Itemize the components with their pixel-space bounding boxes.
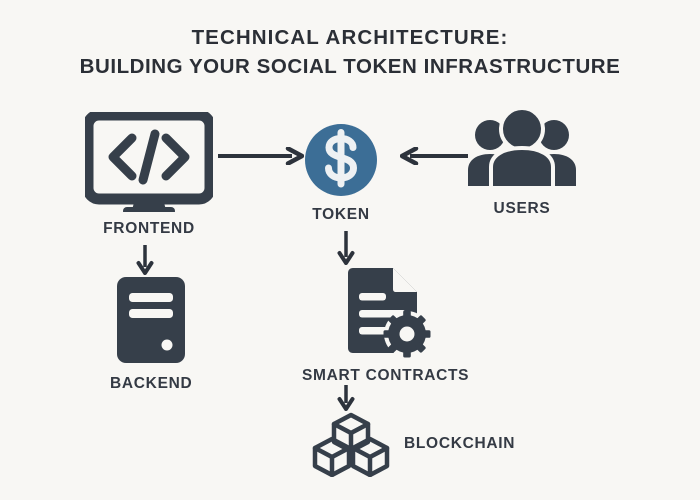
node-users[interactable]: USERS (466, 106, 578, 218)
arrow-frontend-to-backend-icon (136, 245, 154, 275)
arrow-token-to-contracts-icon (337, 231, 355, 265)
node-token-label: TOKEN (312, 206, 370, 223)
node-backend[interactable]: BACKEND (110, 275, 192, 393)
arrow-users-to-token-icon (399, 146, 468, 166)
node-frontend-label: FRONTEND (103, 220, 195, 237)
node-contracts[interactable]: SMART CONTRACTS (302, 267, 469, 385)
diagram-title: TECHNICAL ARCHITECTURE: BUILDING YOUR SO… (0, 24, 700, 82)
monitor-code-icon (82, 109, 216, 215)
server-tower-icon (115, 275, 187, 365)
node-contracts-label: SMART CONTRACTS (302, 367, 470, 384)
node-users-label: USERS (493, 200, 551, 217)
document-gear-icon (338, 267, 434, 359)
title-line-secondary: BUILDING YOUR SOCIAL TOKEN INFRASTRUCTUR… (79, 55, 621, 78)
title-line-primary: TECHNICAL ARCHITECTURE: (191, 26, 509, 49)
blockchain-cubes-icon (312, 411, 390, 478)
node-frontend[interactable]: FRONTEND (82, 109, 216, 238)
node-blockchain[interactable]: BLOCKCHAIN (312, 411, 516, 478)
node-backend-label: BACKEND (110, 375, 193, 392)
node-token[interactable]: TOKEN (303, 122, 379, 224)
node-blockchain-label: BLOCKCHAIN (404, 435, 516, 452)
dollar-coin-icon (303, 122, 379, 198)
arrow-frontend-to-token-icon (218, 146, 305, 166)
users-group-icon (466, 106, 578, 190)
arrow-contracts-to-blockchain-icon (337, 385, 355, 411)
